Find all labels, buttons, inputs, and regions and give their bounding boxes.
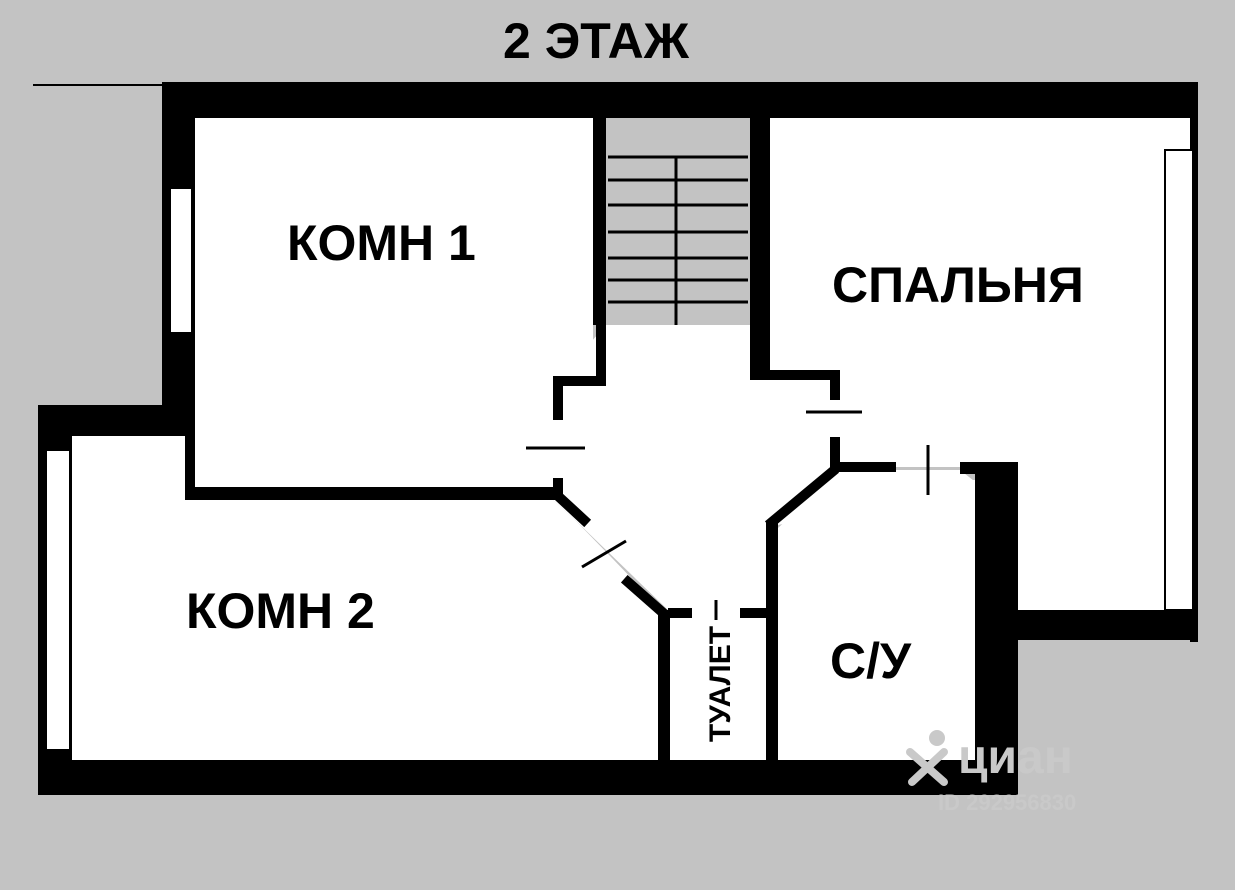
room-2-label: КОМН 2 bbox=[186, 583, 375, 639]
room-1-label: КОМН 1 bbox=[287, 215, 476, 271]
bathroom-floor bbox=[778, 480, 975, 760]
doors bbox=[526, 410, 930, 620]
bedroom-floor bbox=[770, 118, 1190, 610]
watermark-id: ID 292956830 bbox=[938, 790, 1077, 815]
window-right bbox=[1164, 149, 1194, 611]
stairs bbox=[608, 155, 748, 325]
room-floors bbox=[72, 118, 1190, 760]
room-1-floor bbox=[195, 118, 593, 487]
bathroom-label: С/У bbox=[830, 633, 912, 689]
room-2-floor bbox=[72, 436, 660, 760]
floor-title: 2 ЭТАЖ bbox=[503, 13, 689, 69]
window-left-lower bbox=[45, 449, 71, 751]
bedroom-label: СПАЛЬНЯ bbox=[832, 257, 1084, 313]
watermark-icon bbox=[906, 730, 948, 786]
diagonal-walls bbox=[550, 464, 840, 620]
window-left-upper bbox=[169, 187, 193, 334]
windows bbox=[45, 149, 1194, 751]
watermark-brand: циан bbox=[958, 731, 1073, 784]
hall-floor bbox=[553, 325, 978, 760]
toilet-label: ТУАЛЕТ bbox=[704, 625, 737, 743]
